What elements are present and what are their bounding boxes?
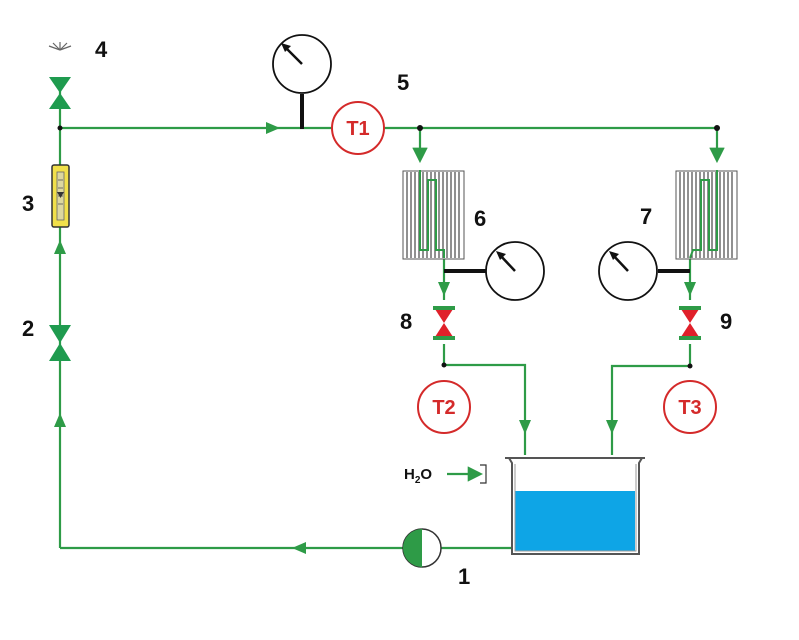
valve-icon[interactable] (49, 77, 71, 109)
sensor-t3: T3 (663, 380, 717, 434)
junction-left-return (441, 362, 447, 368)
label-exchanger-right: 7 (640, 204, 652, 229)
junction-top-left (57, 125, 63, 131)
arrow-bottom-return (292, 542, 306, 554)
label-valve-right: 9 (720, 309, 732, 334)
water-tank (480, 457, 645, 555)
gauge-icon (272, 34, 332, 129)
pump-icon (402, 528, 442, 568)
arrow-right-down-exchanger (684, 282, 696, 296)
heat-exchanger-icon (402, 170, 465, 260)
junction-dots (57, 125, 720, 369)
label-flowmeter: 3 (22, 191, 34, 216)
label-valve-left: 8 (400, 309, 412, 334)
arrow-right-into-tank (606, 420, 618, 434)
flow-arrows (54, 122, 696, 554)
pipes (58, 82, 725, 550)
valve-icon[interactable] (679, 306, 701, 340)
label-exchanger-left: 6 (474, 206, 486, 231)
label-valve-bottom: 2 (22, 316, 34, 341)
arrow-left-up-lower (54, 413, 66, 427)
valve-icon[interactable] (433, 306, 455, 340)
sensor-t3-label: T3 (678, 397, 701, 419)
sensor-t2-label: T2 (432, 397, 455, 419)
junction-right-return (687, 363, 693, 369)
label-pump: 1 (458, 564, 470, 589)
label-valve-top: 4 (95, 37, 108, 62)
valve-icon[interactable] (49, 325, 71, 361)
water-level (515, 491, 635, 551)
label-junction: 5 (397, 70, 409, 95)
gauge-icon (598, 241, 690, 301)
arrow-left-down-exchanger (438, 282, 450, 296)
spray-nozzle-icon (48, 42, 72, 51)
sensor-t1: T1 (331, 101, 385, 155)
pipe-right-to-tank (610, 344, 692, 455)
pipe-left-to-tank (442, 344, 527, 455)
junction-right (714, 125, 720, 131)
arrow-left-into-tank (519, 420, 531, 434)
arrow-left-up-upper (54, 240, 66, 254)
sensor-t2: T2 (417, 380, 471, 434)
water-inlet-label: H2O (404, 466, 432, 486)
flowmeter-icon (51, 164, 70, 228)
junction-5 (417, 125, 423, 131)
arrow-top-main (266, 122, 280, 134)
sensor-t1-label: T1 (346, 118, 369, 140)
gauge-icon (444, 241, 545, 301)
heat-exchanger-icon (675, 170, 738, 260)
